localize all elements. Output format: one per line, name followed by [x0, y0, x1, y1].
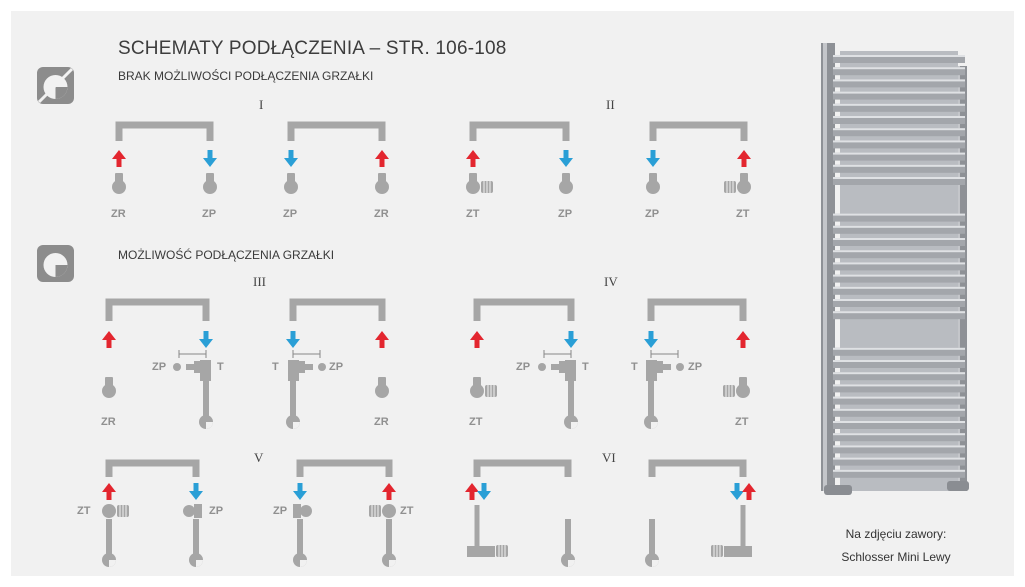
- label-zp: ZP: [283, 208, 298, 220]
- label-zt: ZT: [400, 505, 414, 517]
- radiator-illustration: [821, 43, 967, 491]
- label-zt: ZT: [736, 208, 750, 220]
- roman-3: III: [253, 274, 266, 289]
- label-zt: ZT: [466, 208, 480, 220]
- diagram-6b: [645, 459, 756, 567]
- roman-2: II: [606, 97, 615, 112]
- label-zp: ZP: [202, 208, 217, 220]
- label-zr: ZR: [101, 416, 116, 428]
- label-t: T: [217, 361, 224, 373]
- roman-6: VI: [602, 450, 616, 465]
- label-zp: ZP: [152, 361, 167, 373]
- schematics-canvas: [37, 43, 969, 567]
- label-zt: ZT: [735, 416, 749, 428]
- label-zr: ZR: [374, 208, 389, 220]
- diagram-4a: [470, 298, 578, 429]
- roman-1: I: [259, 97, 264, 112]
- label-zp: ZP: [209, 505, 224, 517]
- label-zp: ZP: [273, 505, 288, 517]
- label-t: T: [582, 361, 589, 373]
- roman-4: IV: [604, 274, 618, 289]
- diagram-4b: [644, 298, 750, 429]
- section-no-heater-label: BRAK MOŻLIWOŚCI PODŁĄCZENIA GRZAŁKI: [118, 69, 374, 83]
- label-zr: ZR: [111, 208, 126, 220]
- label-zp: ZP: [516, 361, 531, 373]
- label-zp: ZP: [688, 361, 703, 373]
- diagram-1b: [284, 121, 389, 194]
- page: SCHEMATY PODŁĄCZENIA – STR. 106-108 BRAK…: [11, 11, 1014, 576]
- diagram-5b: [293, 459, 396, 567]
- diagram-6a: [465, 459, 575, 567]
- diagram-2a: [466, 121, 573, 194]
- photo-caption: Na zdjęciu zawory: Schlosser Mini Lewy: [801, 523, 991, 569]
- diagram-2b: [646, 121, 751, 194]
- diagram-3a: [102, 298, 213, 429]
- diagram-5a: [102, 459, 203, 567]
- label-zt: ZT: [469, 416, 483, 428]
- label-zp: ZP: [645, 208, 660, 220]
- page-title: SCHEMATY PODŁĄCZENIA – STR. 106-108: [118, 38, 507, 59]
- roman-5: V: [254, 450, 264, 465]
- section-heater-label: MOŻLIWOŚĆ PODŁĄCZENIA GRZAŁKI: [118, 248, 335, 262]
- heater-icon: [37, 245, 74, 282]
- diagram-3b: [286, 298, 389, 429]
- no-heater-icon: [37, 67, 74, 104]
- caption-line-2: Schlosser Mini Lewy: [841, 550, 951, 564]
- diagram-1a: [112, 121, 217, 194]
- caption-line-1: Na zdjęciu zawory:: [845, 527, 947, 541]
- radiator-valves: [824, 481, 969, 495]
- label-t: T: [272, 361, 279, 373]
- radiator-bars: [833, 55, 965, 478]
- label-t: T: [631, 361, 638, 373]
- label-zp: ZP: [558, 208, 573, 220]
- label-zr: ZR: [374, 416, 389, 428]
- label-zt: ZT: [77, 505, 91, 517]
- label-zp: ZP: [329, 361, 344, 373]
